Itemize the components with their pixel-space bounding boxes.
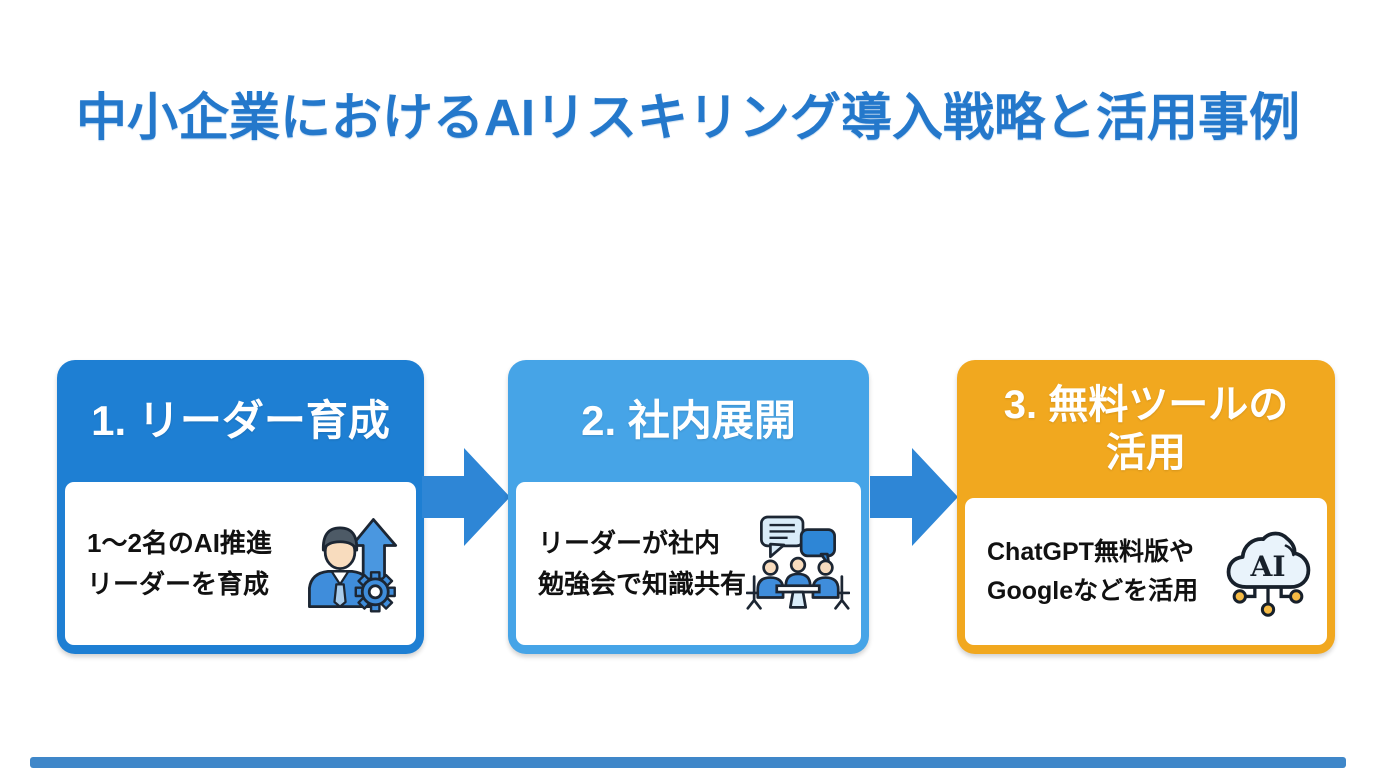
step-card-leader-development: 1. リーダー育成 1〜2名のAI推進 リーダーを育成	[57, 360, 424, 654]
footer-accent-bar	[30, 757, 1346, 768]
ai-cloud-label: AI	[1249, 549, 1285, 582]
step2-description-line1: リーダーが社内	[538, 528, 721, 559]
step2-body: リーダーが社内 勉強会で知識共有	[516, 482, 861, 645]
page-title: 中小企業におけるAIリスキリング導入戦略と活用事例	[75, 89, 1300, 147]
step1-body: 1〜2名のAI推進 リーダーを育成	[65, 482, 416, 645]
step3-header: 3. 無料ツールの 活用	[957, 360, 1335, 498]
step2-description: リーダーが社内 勉強会で知識共有	[538, 523, 746, 604]
flow-arrow-right-icon-2	[870, 448, 958, 546]
step1-description: 1〜2名のAI推進 リーダーを育成	[87, 523, 272, 604]
step3-description: ChatGPT無料版や Googleなどを活用	[987, 533, 1198, 611]
step-card-internal-rollout: 2. 社内展開 リーダーが社内 勉強会で知識共有	[508, 360, 869, 654]
step2-description-line2: 勉強会で知識共有	[538, 568, 747, 599]
team-meeting-icon	[746, 515, 851, 610]
step2-title: 2. 社内展開	[581, 396, 796, 444]
step-card-free-tools: 3. 無料ツールの 活用 ChatGPT無料版や Googleなどを活用	[957, 360, 1335, 654]
step3-description-line1: ChatGPT無料版や	[987, 537, 1194, 566]
step2-header: 2. 社内展開	[508, 360, 869, 482]
step3-title-line2: 活用	[1106, 431, 1186, 475]
step1-description-line1: 1〜2名のAI推進	[87, 528, 272, 559]
leader-development-icon	[308, 517, 398, 612]
flow-arrow-right-icon-1	[422, 448, 510, 546]
step3-title-line1: 3. 無料ツールの	[1003, 383, 1289, 427]
step1-title: 1. リーダー育成	[91, 396, 390, 444]
ai-cloud-icon: AI	[1226, 531, 1311, 617]
step1-description-line2: リーダーを育成	[87, 568, 270, 599]
step1-header: 1. リーダー育成	[57, 360, 424, 482]
step3-body: ChatGPT無料版や Googleなどを活用 AI	[965, 498, 1327, 645]
step3-description-line2: Googleなどを活用	[987, 576, 1199, 605]
